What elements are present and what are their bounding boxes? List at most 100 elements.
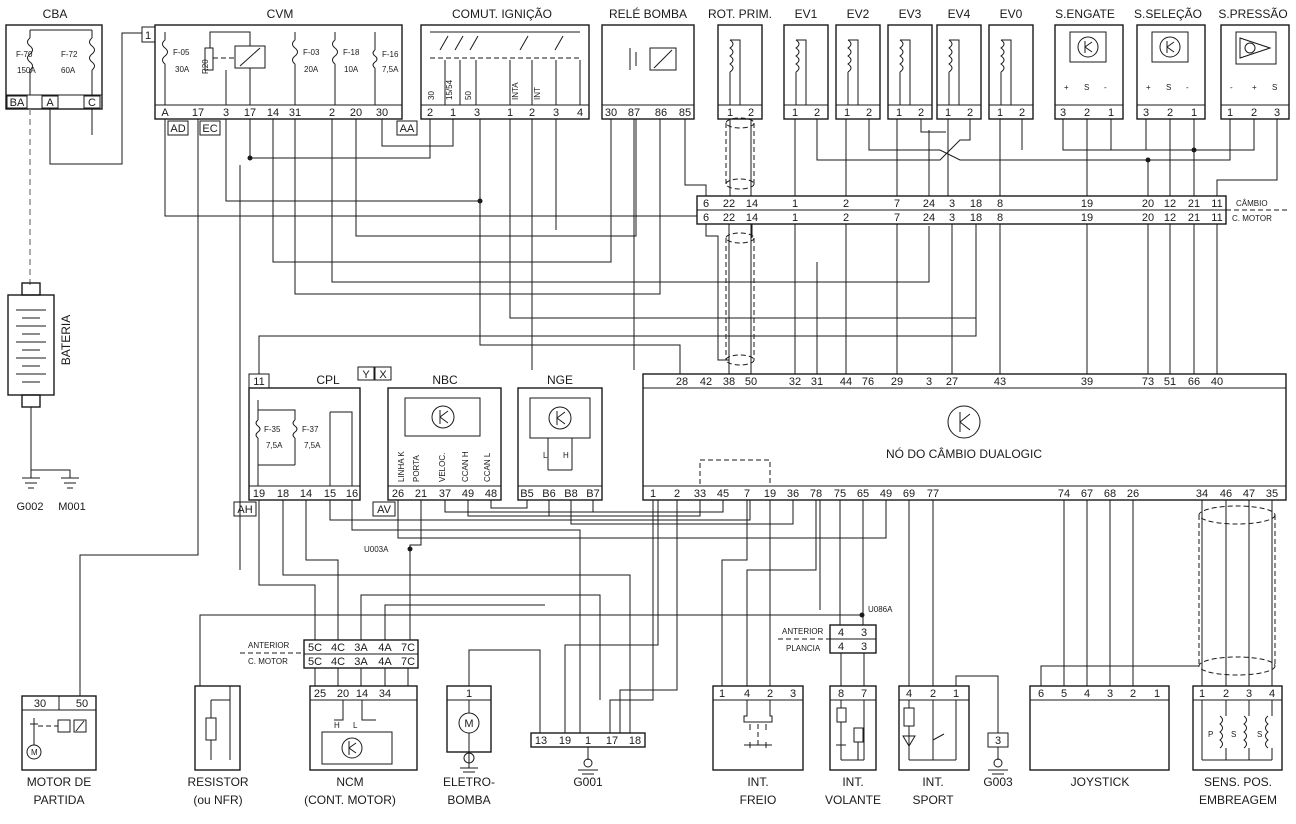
svg-text:JOYSTICK: JOYSTICK bbox=[1071, 775, 1130, 789]
svg-text:3: 3 bbox=[926, 376, 932, 388]
u003a-label: U003A bbox=[364, 545, 389, 554]
svg-text:7: 7 bbox=[861, 688, 867, 700]
svg-text:12: 12 bbox=[1164, 212, 1176, 224]
int-volante-box: 8 7 INT. VOLANTE bbox=[825, 685, 881, 807]
svg-text:NGE: NGE bbox=[547, 373, 573, 387]
svg-text:69: 69 bbox=[903, 488, 915, 500]
svg-text:M: M bbox=[464, 718, 473, 730]
svg-text:BA: BA bbox=[10, 97, 25, 109]
svg-text:60A: 60A bbox=[61, 66, 76, 75]
svg-text:19: 19 bbox=[1081, 212, 1093, 224]
svg-text:65: 65 bbox=[857, 488, 869, 500]
g001-connector: 13 19 1 17 18 G001 bbox=[530, 732, 646, 789]
svg-text:2: 2 bbox=[967, 107, 973, 119]
svg-text:C: C bbox=[88, 97, 96, 109]
svg-text:2: 2 bbox=[930, 688, 936, 700]
svg-text:2: 2 bbox=[674, 488, 680, 500]
svg-text:1: 1 bbox=[1108, 107, 1114, 119]
svg-text:4: 4 bbox=[744, 688, 750, 700]
svg-text:68: 68 bbox=[1104, 488, 1116, 500]
svg-text:2: 2 bbox=[1167, 107, 1173, 119]
svg-text:G003: G003 bbox=[983, 775, 1013, 789]
svg-text:CÂMBIO: CÂMBIO bbox=[1236, 199, 1268, 208]
svg-text:14: 14 bbox=[746, 212, 758, 224]
svg-text:L: L bbox=[543, 451, 548, 460]
svg-text:2: 2 bbox=[1130, 688, 1136, 700]
svg-text:19: 19 bbox=[764, 488, 776, 500]
sselecao-title: S.SELEÇÃO bbox=[1134, 7, 1202, 21]
svg-text:-: - bbox=[1230, 83, 1233, 92]
svg-text:49: 49 bbox=[880, 488, 892, 500]
svg-text:28: 28 bbox=[676, 376, 688, 388]
svg-text:3: 3 bbox=[474, 107, 480, 119]
svg-text:21: 21 bbox=[1188, 198, 1200, 210]
svg-text:F-37: F-37 bbox=[302, 425, 319, 434]
svg-text:U086A: U086A bbox=[868, 605, 893, 614]
svg-text:8: 8 bbox=[997, 212, 1003, 224]
svg-text:VOLANTE: VOLANTE bbox=[825, 793, 881, 807]
m001-label: M001 bbox=[58, 501, 86, 513]
svg-text:18: 18 bbox=[970, 212, 982, 224]
node-bottom-pins: 1 2 33 45 7 19 36 78 75 65 49 69 77 74 6… bbox=[650, 488, 1278, 500]
svg-text:BOMBA: BOMBA bbox=[447, 793, 490, 807]
svg-text:2: 2 bbox=[918, 107, 924, 119]
motor-partida-box: 30 50 M MOTOR DE PARTIDA bbox=[21, 695, 97, 807]
svg-text:22: 22 bbox=[723, 198, 735, 210]
svg-text:21: 21 bbox=[415, 488, 427, 500]
svg-text:F-70: F-70 bbox=[16, 50, 33, 59]
svg-text:1: 1 bbox=[1191, 107, 1197, 119]
svg-text:B7: B7 bbox=[586, 488, 599, 500]
svg-text:29: 29 bbox=[891, 376, 903, 388]
cvm-title: CVM bbox=[267, 7, 294, 21]
svg-text:32: 32 bbox=[789, 376, 801, 388]
cambio-pins-bottom: 6 22 14 1 2 7 24 3 18 8 19 20 12 21 11 bbox=[703, 212, 1223, 224]
ev1-title: EV1 bbox=[795, 7, 818, 21]
sens-embreagem-box: 1 2 3 4 P S S SENS. POS. EMBREAGEM bbox=[1192, 685, 1283, 807]
svg-text:3: 3 bbox=[949, 198, 955, 210]
comut-box: 30 15/54 50 INTA INT 2 1 3 1 2 3 4 bbox=[420, 24, 590, 120]
cvm-box: 1 F-05 30A R20 F-03 20A F-18 10A F-16 7,… bbox=[141, 24, 418, 136]
wires bbox=[49, 32, 1278, 733]
svg-text:15/54: 15/54 bbox=[445, 79, 454, 100]
svg-text:1: 1 bbox=[945, 107, 951, 119]
svg-text:R20: R20 bbox=[201, 59, 210, 74]
svg-text:37: 37 bbox=[439, 488, 451, 500]
svg-text:S: S bbox=[1257, 730, 1262, 739]
svg-text:ANTERIOR: ANTERIOR bbox=[248, 641, 290, 650]
svg-text:20A: 20A bbox=[304, 65, 319, 74]
svg-text:VELOC.: VELOC. bbox=[438, 453, 447, 482]
svg-text:INT.: INT. bbox=[747, 775, 768, 789]
nge-box: NGE L H B5 B6 B8 B7 bbox=[517, 373, 603, 501]
svg-text:20: 20 bbox=[337, 688, 349, 700]
cvm-pins: A 17 3 17 14 31 2 20 30 bbox=[161, 107, 388, 119]
svg-text:47: 47 bbox=[1243, 488, 1255, 500]
svg-text:30: 30 bbox=[376, 107, 388, 119]
svg-text:150A: 150A bbox=[17, 66, 36, 75]
svg-text:8: 8 bbox=[997, 198, 1003, 210]
sengate-title: S.ENGATE bbox=[1055, 7, 1115, 21]
svg-text:30: 30 bbox=[427, 91, 436, 100]
svg-text:35: 35 bbox=[1266, 488, 1278, 500]
svg-text:31: 31 bbox=[289, 107, 301, 119]
svg-text:33: 33 bbox=[694, 488, 706, 500]
svg-text:1: 1 bbox=[997, 107, 1003, 119]
svg-text:14: 14 bbox=[356, 688, 368, 700]
svg-text:24: 24 bbox=[923, 198, 935, 210]
svg-text:7: 7 bbox=[894, 212, 900, 224]
svg-text:12: 12 bbox=[1164, 198, 1176, 210]
svg-text:+: + bbox=[1064, 83, 1069, 92]
svg-text:AD: AD bbox=[170, 123, 185, 135]
svg-text:13: 13 bbox=[535, 735, 547, 747]
ncm-box: 25 20 14 34 H L NCM (CONT. MOTOR) bbox=[304, 685, 418, 807]
svg-text:11: 11 bbox=[1211, 212, 1222, 224]
svg-text:INT: INT bbox=[533, 87, 542, 100]
svg-text:4: 4 bbox=[577, 107, 583, 119]
svg-text:LINHA K: LINHA K bbox=[397, 451, 406, 482]
svg-text:16: 16 bbox=[346, 488, 358, 500]
svg-text:4: 4 bbox=[838, 627, 844, 639]
svg-text:S: S bbox=[1231, 730, 1236, 739]
svg-text:1: 1 bbox=[585, 735, 591, 747]
svg-text:PARTIDA: PARTIDA bbox=[34, 793, 85, 807]
svg-text:2: 2 bbox=[1251, 107, 1257, 119]
